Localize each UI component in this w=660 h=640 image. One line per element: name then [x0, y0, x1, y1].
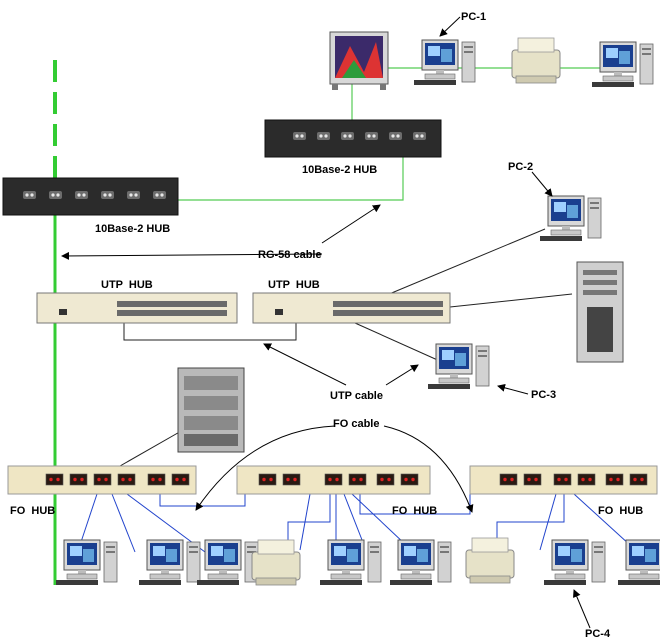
fo-right-pc-icon: [617, 539, 660, 586]
label-fo-hub-right: FO HUB: [598, 505, 643, 517]
pc-2-computer-icon: [539, 195, 602, 242]
pc-top-right-computer-icon: [591, 41, 654, 88]
label-10base2-hub-top: 10Base-2 HUB: [302, 164, 377, 176]
label-utp-cable: UTP cable: [330, 390, 383, 402]
label-pc-4: PC-4: [585, 628, 611, 640]
label-pc-3: PC-3: [531, 389, 556, 401]
hub-10base2-top: [264, 119, 442, 158]
fo-hub-right: [469, 465, 658, 495]
label-utp-hub-right: UTP HUB: [268, 279, 320, 291]
plotter-icon: [329, 31, 389, 90]
printer-fo-middle-icon: [251, 539, 301, 586]
fo-left-pc-2-icon: [138, 539, 201, 586]
pc-4-computer-icon: [543, 539, 606, 586]
hub-10base2-left: [2, 177, 179, 216]
laser-printer-fo-right-icon: [465, 537, 515, 584]
utp-hub-right: [252, 292, 451, 324]
fo-left-pc-1-icon: [55, 539, 118, 586]
utp-links: [119, 228, 573, 467]
label-utp-hub-left: UTP HUB: [101, 279, 153, 291]
pc-1-computer-icon: [413, 39, 476, 86]
label-rg58-cable: RG-58 cable: [258, 249, 322, 261]
printer-top-icon: [511, 37, 561, 84]
label-pc-1: PC-1: [461, 11, 486, 23]
fo-middle-pc-2-icon: [389, 539, 452, 586]
rack-server-icon: [177, 367, 245, 453]
label-fo-hub-left: FO HUB: [10, 505, 55, 517]
tower-server-icon: [576, 261, 624, 363]
utp-hub-left: [36, 292, 238, 324]
fo-hub-left: [7, 465, 197, 495]
fo-middle-pc-1-icon: [319, 539, 382, 586]
label-10base2-hub-left: 10Base-2 HUB: [95, 223, 170, 235]
pc-3-computer-icon: [427, 343, 490, 390]
fo-hub-middle: [236, 465, 431, 495]
label-fo-hub-middle: FO HUB: [392, 505, 437, 517]
label-pc-2: PC-2: [508, 161, 533, 173]
fo-left-pc-3-icon: [196, 539, 259, 586]
label-fo-cable: FO cable: [333, 418, 379, 430]
annotation-arrows: [61, 16, 591, 629]
